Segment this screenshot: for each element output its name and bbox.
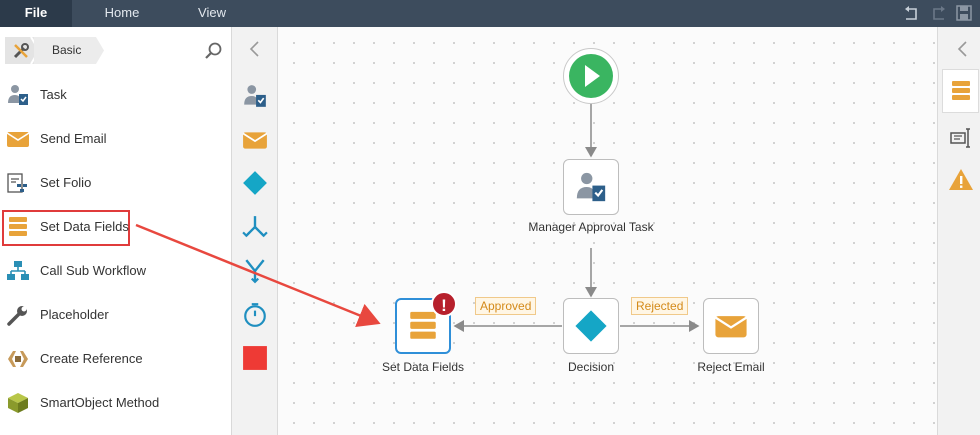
toolbox-item-smartobject-method[interactable]: SmartObject Method bbox=[0, 384, 232, 422]
warning-icon[interactable] bbox=[948, 168, 974, 192]
start-node[interactable] bbox=[563, 48, 619, 104]
undo-icon[interactable] bbox=[902, 3, 922, 23]
toolbox-item-label: SmartObject Method bbox=[40, 395, 160, 410]
collapsed-toolbox-strip bbox=[232, 27, 278, 435]
timer-icon[interactable] bbox=[242, 302, 268, 328]
breadcrumb-end bbox=[96, 37, 104, 64]
sub-workflow-icon bbox=[7, 261, 29, 280]
collapse-left-icon[interactable] bbox=[956, 40, 970, 58]
toolbox-item-task[interactable]: Task bbox=[0, 76, 232, 114]
task-icon bbox=[8, 85, 28, 105]
node-set-data-fields[interactable] bbox=[395, 298, 451, 354]
selection-highlight bbox=[2, 210, 130, 246]
breadcrumb-basic[interactable]: Basic bbox=[34, 37, 96, 64]
save-icon[interactable] bbox=[954, 3, 974, 23]
node-label-decision: Decision bbox=[567, 360, 615, 374]
toolbox-item-set-folio[interactable]: Set Folio bbox=[0, 164, 232, 202]
menu-view[interactable]: View bbox=[198, 5, 226, 20]
toolbox-item-label: Call Sub Workflow bbox=[40, 263, 146, 278]
data-fields-icon bbox=[410, 311, 436, 339]
toolbox-item-placeholder[interactable]: Placeholder bbox=[0, 296, 232, 334]
node-decision[interactable] bbox=[563, 298, 619, 354]
envelope-icon bbox=[714, 316, 748, 338]
toolbox-item-send-email[interactable]: Send Email bbox=[0, 120, 232, 158]
toolbox-item-label: Placeholder bbox=[40, 307, 109, 322]
error-badge[interactable]: ! bbox=[431, 291, 457, 317]
data-fields-icon bbox=[9, 217, 27, 236]
line-label-approved[interactable]: Approved bbox=[475, 297, 537, 315]
reference-icon bbox=[8, 351, 28, 367]
toolbox-item-label: Create Reference bbox=[40, 351, 143, 366]
toolbox-item-label: Send Email bbox=[40, 131, 107, 146]
decision-icon[interactable] bbox=[242, 170, 268, 196]
toolbox-item-label: Task bbox=[40, 87, 67, 102]
node-label-manager-approval-task: Manager Approval Task bbox=[528, 220, 654, 234]
toolbox-panel: Basic Task Send Email Set Folio bbox=[0, 27, 232, 435]
menu-home[interactable]: Home bbox=[104, 5, 140, 20]
data-fields-icon bbox=[952, 81, 970, 100]
node-manager-approval-task[interactable] bbox=[563, 159, 619, 215]
right-panel bbox=[937, 27, 980, 435]
toolbox-item-label: Set Data Fields bbox=[40, 219, 129, 234]
redo-icon[interactable] bbox=[928, 3, 948, 23]
task-icon bbox=[576, 172, 606, 202]
error-badge-text: ! bbox=[441, 296, 447, 315]
end-icon[interactable] bbox=[242, 345, 268, 371]
play-icon bbox=[569, 54, 613, 98]
toolbox-item-call-sub-workflow[interactable]: Call Sub Workflow bbox=[0, 252, 232, 290]
toolbox-item-create-reference[interactable]: Create Reference bbox=[0, 340, 232, 378]
breadcrumb: Basic bbox=[0, 32, 232, 64]
collapse-left-icon[interactable] bbox=[248, 40, 262, 58]
line-label-rejected[interactable]: Rejected bbox=[631, 297, 689, 315]
toolbox-item-set-data-fields[interactable]: Set Data Fields bbox=[0, 208, 232, 246]
menu-file[interactable]: File bbox=[0, 0, 72, 27]
envelope-icon bbox=[6, 132, 30, 147]
node-reject-email[interactable] bbox=[703, 298, 759, 354]
decision-icon bbox=[575, 310, 607, 342]
node-label-set-data-fields: Set Data Fields bbox=[381, 360, 465, 374]
top-menu-bar: File Home View bbox=[0, 0, 980, 27]
properties-icon[interactable] bbox=[949, 126, 973, 150]
wrench-icon bbox=[7, 306, 27, 326]
merge-icon[interactable] bbox=[242, 258, 268, 284]
split-icon[interactable] bbox=[242, 214, 268, 240]
smartobject-icon bbox=[8, 393, 28, 413]
right-panel-selected-tab[interactable] bbox=[942, 69, 979, 113]
envelope-icon[interactable] bbox=[242, 127, 268, 153]
node-label-reject-email: Reject Email bbox=[697, 360, 765, 374]
task-icon[interactable] bbox=[242, 83, 268, 109]
tools-icon bbox=[13, 43, 29, 59]
toolbox-item-label: Set Folio bbox=[40, 175, 92, 190]
search-icon[interactable] bbox=[204, 41, 224, 61]
folio-icon bbox=[7, 173, 27, 193]
